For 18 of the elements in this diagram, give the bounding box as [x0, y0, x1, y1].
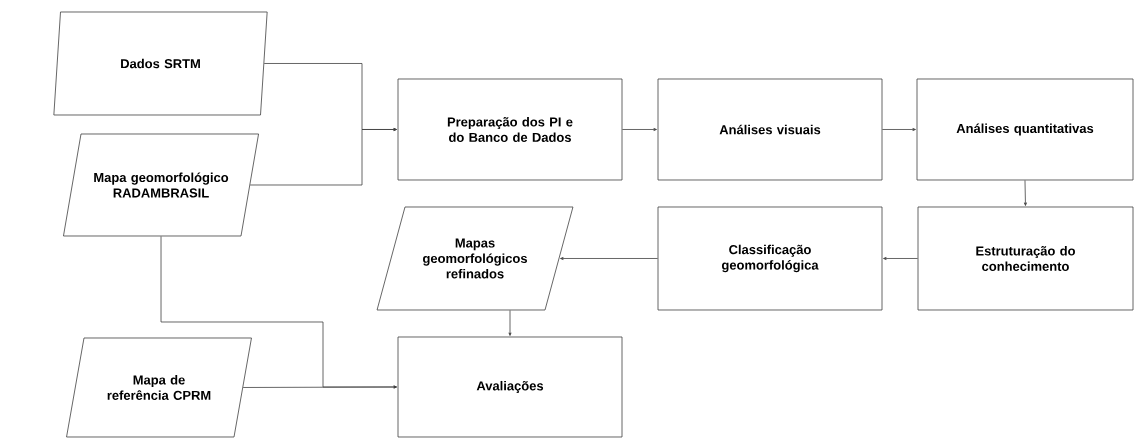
- arrow: [622, 128, 657, 131]
- arrow: [1023, 180, 1027, 206]
- process-box: Estruturação do conhecimento: [917, 206, 1134, 311]
- arrow: [242, 385, 397, 389]
- data-parallelogram: Mapa de referência CPRM: [66, 337, 252, 438]
- process-box: Avaliações: [397, 336, 623, 438]
- process-box: Preparação dos PI e do Banco de Dados: [397, 78, 623, 181]
- arrow: [882, 128, 916, 131]
- arrow: [560, 257, 658, 260]
- data-parallelogram: Mapa geomorfológico RADAMBRASIL: [63, 133, 259, 237]
- data-parallelogram: Mapas geomorfológicos refinados: [376, 206, 574, 311]
- process-box: Análises quantitativas: [916, 78, 1134, 181]
- process-box: Análises visuais: [657, 78, 883, 181]
- arrow: [883, 257, 918, 260]
- arrow: [249, 128, 397, 186]
- arrow: [508, 310, 512, 336]
- data-parallelogram: Dados SRTM: [53, 11, 268, 116]
- process-box: Classificação geomorfológica: [657, 206, 883, 311]
